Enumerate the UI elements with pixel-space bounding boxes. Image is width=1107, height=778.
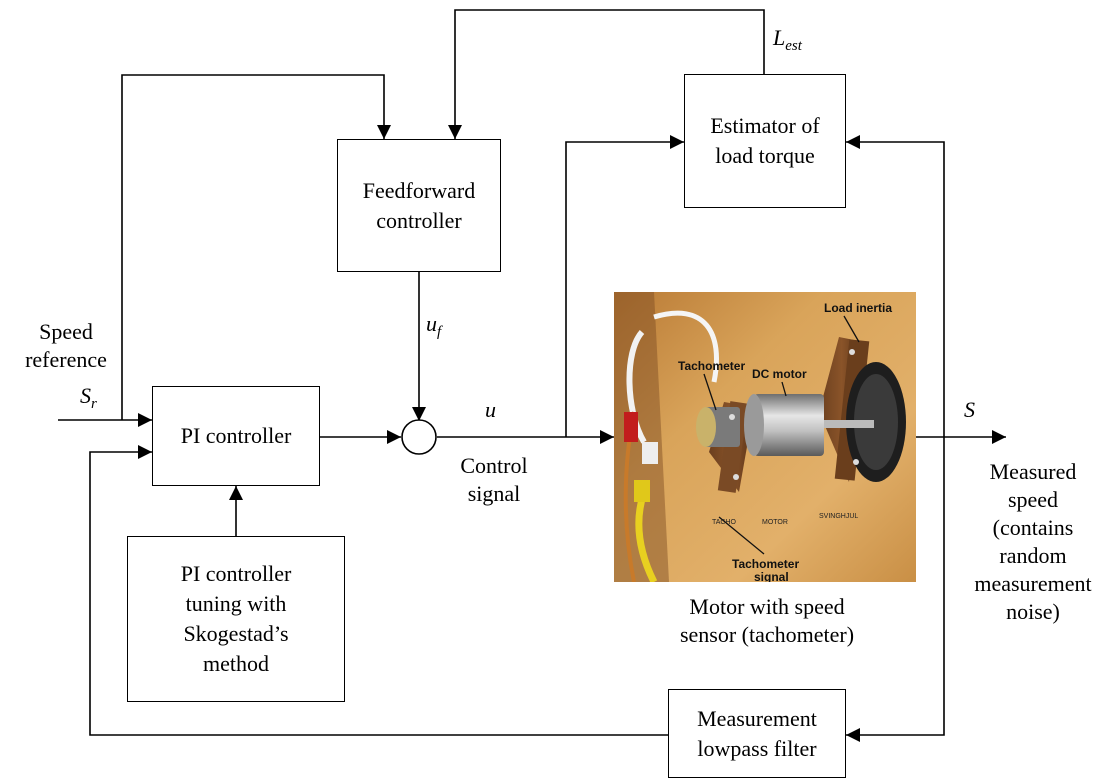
filter-line1: Measurement [697,705,817,731]
summing-junction [401,419,437,455]
photo-load-inertia: Load inertia [824,301,892,315]
sr-label: Sr [80,383,97,412]
s-output-label: S [964,397,975,422]
photo-dc-motor: DC motor [752,367,807,381]
filter-to-pi [89,445,668,736]
tuning-line1: PI controller [180,561,292,586]
u-to-estimator [565,135,684,437]
board-motor: MOTOR [762,519,788,526]
lest-label: Lest [773,25,802,54]
filter-line2: lowpass filter [697,735,817,761]
pi-controller-label: PI controller [180,423,292,448]
filter-block: Measurement lowpass filter [668,689,846,778]
board-svinghjul: SVINGHJUL [819,513,858,520]
estimator-line1: Estimator of [710,113,820,138]
feedforward-line2: controller [376,207,462,233]
motor-caption: Motor with speed sensor (tachometer) [679,594,855,647]
photo-tacho-signal-1: Tachometer [732,557,799,571]
motor-photo: Load inertia Tachometer DC motor Tachome… [614,292,916,582]
s-to-filter [846,437,945,742]
tuning-line2: tuning with [185,591,287,616]
s-to-estimator [846,135,945,437]
estimator-block: Estimator of load torque [684,74,846,208]
feedforward-block: Feedforward controller [337,139,501,272]
u-label: u [485,397,496,422]
estimator-line2: load torque [715,143,815,168]
uf-label: uf [426,311,442,340]
speed-ref-to-feedforward [121,74,391,420]
tuning-line4: method [203,651,269,676]
photo-tachometer: Tachometer [678,359,745,373]
control-signal-label: Control signal [460,453,528,506]
board-tacho: TACHO [712,519,737,526]
lest-to-feedforward [448,9,765,139]
pi-controller-block: PI controller [152,386,320,486]
photo-tacho-signal-2: signal [754,570,789,582]
tuning-line3: Skogestad’s [183,621,289,646]
speed-reference-label: Speed reference [25,319,107,372]
measured-speed-label: Measured speed (contains random measurem… [974,459,1092,624]
tuning-block: PI controller tuning with Skogestad’s me… [127,536,345,702]
feedforward-line1: Feedforward [362,177,476,203]
